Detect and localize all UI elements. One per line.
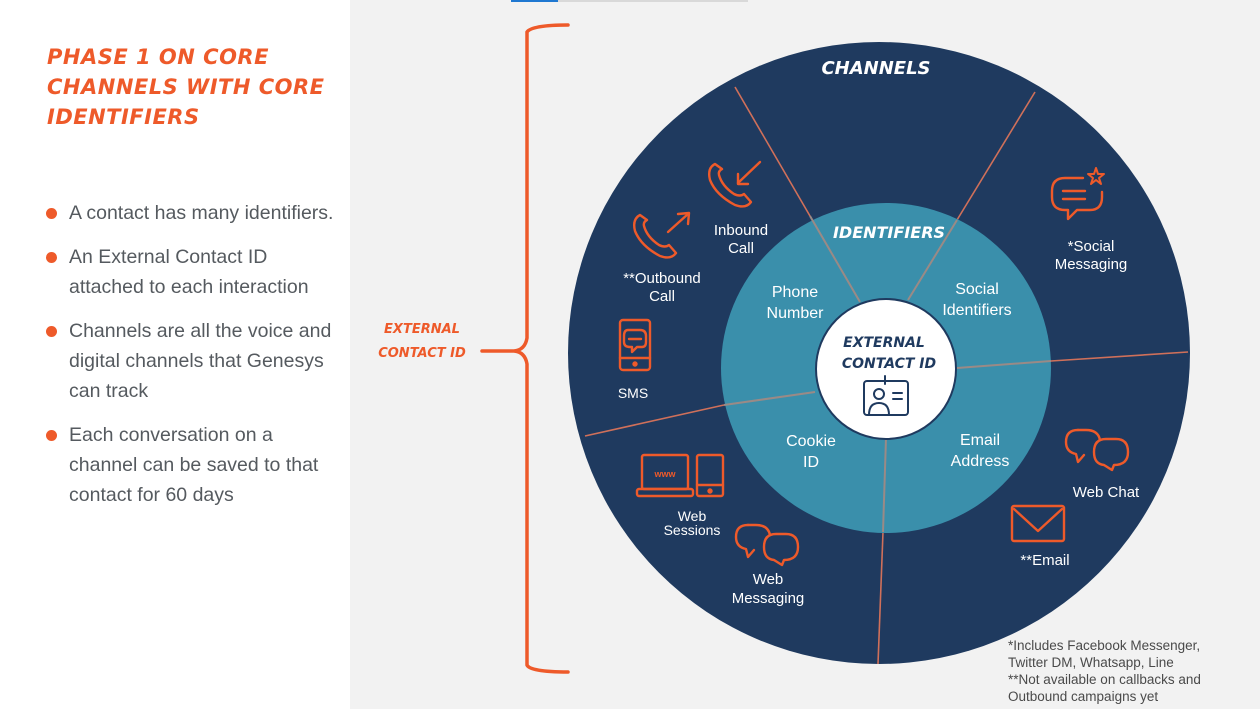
web-messaging-icon (734, 523, 800, 567)
center-title-line2: CONTACT ID (842, 356, 936, 372)
slide-progress-bar (511, 0, 748, 2)
email-icon (1010, 504, 1066, 543)
channel-label: Call (649, 288, 675, 305)
channel-dividers (584, 86, 1189, 665)
footnote-line: *Includes Facebook Messenger, (1008, 638, 1201, 653)
bullet-dot-icon (46, 326, 57, 337)
divider-line (723, 391, 816, 406)
channel-label: Web Chat (1073, 484, 1140, 501)
channel-label: Call (728, 240, 754, 257)
bullet-dot-icon (46, 252, 57, 263)
divider-line (877, 531, 884, 665)
brace-icon (480, 23, 570, 674)
channel-label: Web (678, 508, 707, 524)
divider-line (584, 404, 725, 437)
divider-line (907, 219, 958, 301)
channel-label: Inbound (714, 222, 768, 239)
brace-label: External Contact ID (378, 322, 466, 361)
channels-title: CHANNELS (821, 58, 930, 79)
slide-progress-fill (511, 0, 559, 2)
bullet-dot-icon (46, 208, 57, 219)
bullet-item: Each conversation on a channel can be sa… (46, 420, 346, 510)
channel-label: **Outbound (623, 270, 701, 287)
channel-label: *Social (1068, 238, 1115, 255)
divider-line (809, 215, 861, 303)
web-sessions-icon (635, 453, 725, 498)
footnotes: *Includes Facebook Messenger, Twitter DM… (1008, 637, 1258, 705)
web-sessions-icon-text: www (653, 469, 676, 479)
identifier-label: Identifiers (942, 302, 1011, 319)
center-circle (815, 298, 957, 440)
identifier-label: Phone (772, 284, 818, 301)
bullet-list: A contact has many identifiers. An Exter… (46, 198, 346, 524)
footnote-line: **Not available on callbacks and (1008, 672, 1201, 687)
channel-label: Web (753, 571, 784, 588)
identifier-label: Number (767, 305, 825, 322)
contact-card-icon (863, 375, 909, 416)
divider-line (956, 91, 1036, 221)
channel-label: Messaging (732, 590, 805, 607)
outbound-call-icon (632, 211, 691, 259)
left-panel (0, 0, 350, 709)
inbound-call-icon (707, 160, 762, 208)
identifier-dividers (723, 215, 1052, 533)
footnote-line: Twitter DM, Whatsapp, Line (1008, 655, 1174, 670)
divider-line (882, 437, 887, 533)
center-title-line1: EXTERNAL (843, 335, 925, 351)
slide-title: Phase 1 on core channels with core ident… (47, 45, 325, 129)
sms-icon (618, 318, 652, 372)
channel-label: Sessions (664, 522, 721, 538)
social-messaging-icon (1050, 167, 1105, 221)
divider-line (734, 86, 811, 217)
bullet-item: Channels are all the voice and digital c… (46, 316, 346, 406)
bullet-dot-icon (46, 430, 57, 441)
divider-line (1050, 351, 1189, 362)
identifier-label: Cookie (786, 433, 836, 450)
identifier-label: ID (803, 454, 819, 471)
bullet-item: An External Contact ID attached to each … (46, 242, 346, 302)
footnote-line: Outbound campaigns yet (1008, 689, 1159, 704)
web-chat-icon (1064, 428, 1130, 472)
divider-line (956, 360, 1052, 369)
channel-label: SMS (618, 385, 648, 401)
bullet-item: A contact has many identifiers. (46, 198, 346, 228)
identifier-label: Social (955, 281, 999, 298)
identifier-label: Email (960, 432, 1000, 449)
channel-label: Messaging (1055, 256, 1128, 273)
channel-label: **Email (1020, 552, 1069, 569)
identifier-label: Address (951, 453, 1010, 470)
identifiers-title: IDENTIFIERS (833, 223, 945, 242)
